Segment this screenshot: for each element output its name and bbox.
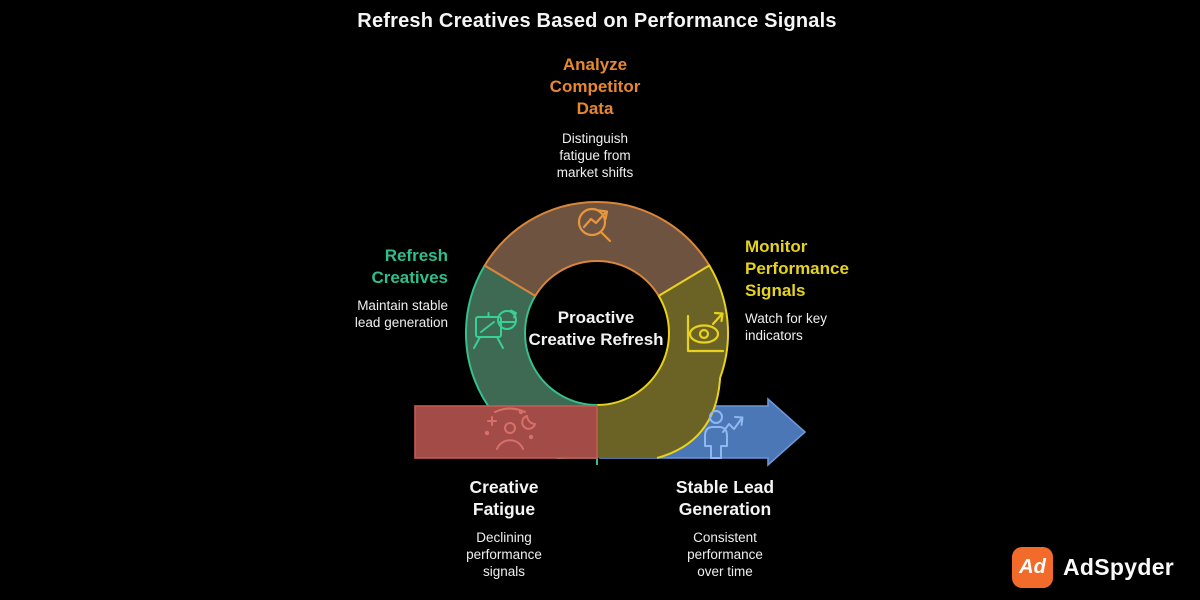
refresh-heading: Refresh Creatives — [371, 246, 448, 287]
monitor-heading: Monitor Performance Signals — [745, 237, 849, 300]
person-growth-icon — [704, 410, 744, 459]
mask-patch — [550, 459, 596, 473]
fatigue-heading: Creative Fatigue — [469, 477, 539, 519]
brand-logo: Ad AdSpyder — [1012, 547, 1174, 588]
brand-logo-badge: Ad — [1012, 547, 1053, 588]
eye-chart-icon — [686, 311, 725, 353]
ring-segment-olive-outline — [596, 264, 730, 459]
stable-heading: Stable Lead Generation — [675, 477, 775, 519]
tired-person-icon — [484, 407, 536, 450]
fatigue-body: Declining performance signals — [466, 530, 542, 579]
center-label: Proactive Creative Refresh — [528, 308, 664, 349]
page-title: Refresh Creatives Based on Performance S… — [357, 10, 837, 32]
easel-refresh-icon — [473, 309, 517, 349]
ring-segment-orange — [483, 201, 711, 298]
brand-name: AdSpyder — [1063, 554, 1175, 580]
analyze-body: Distinguish fatigue from market shifts — [556, 131, 634, 180]
refresh-body: Maintain stable lead generation — [354, 298, 448, 330]
analyze-magnifier-icon — [577, 207, 612, 243]
analyze-heading: Analyze Competitor Data — [549, 55, 641, 118]
brand-monogram: Ad — [1019, 556, 1046, 578]
ring-segment-olive — [597, 265, 729, 458]
monitor-body: Watch for key indicators — [745, 311, 828, 343]
stable-body: Consistent performance over time — [687, 530, 763, 579]
